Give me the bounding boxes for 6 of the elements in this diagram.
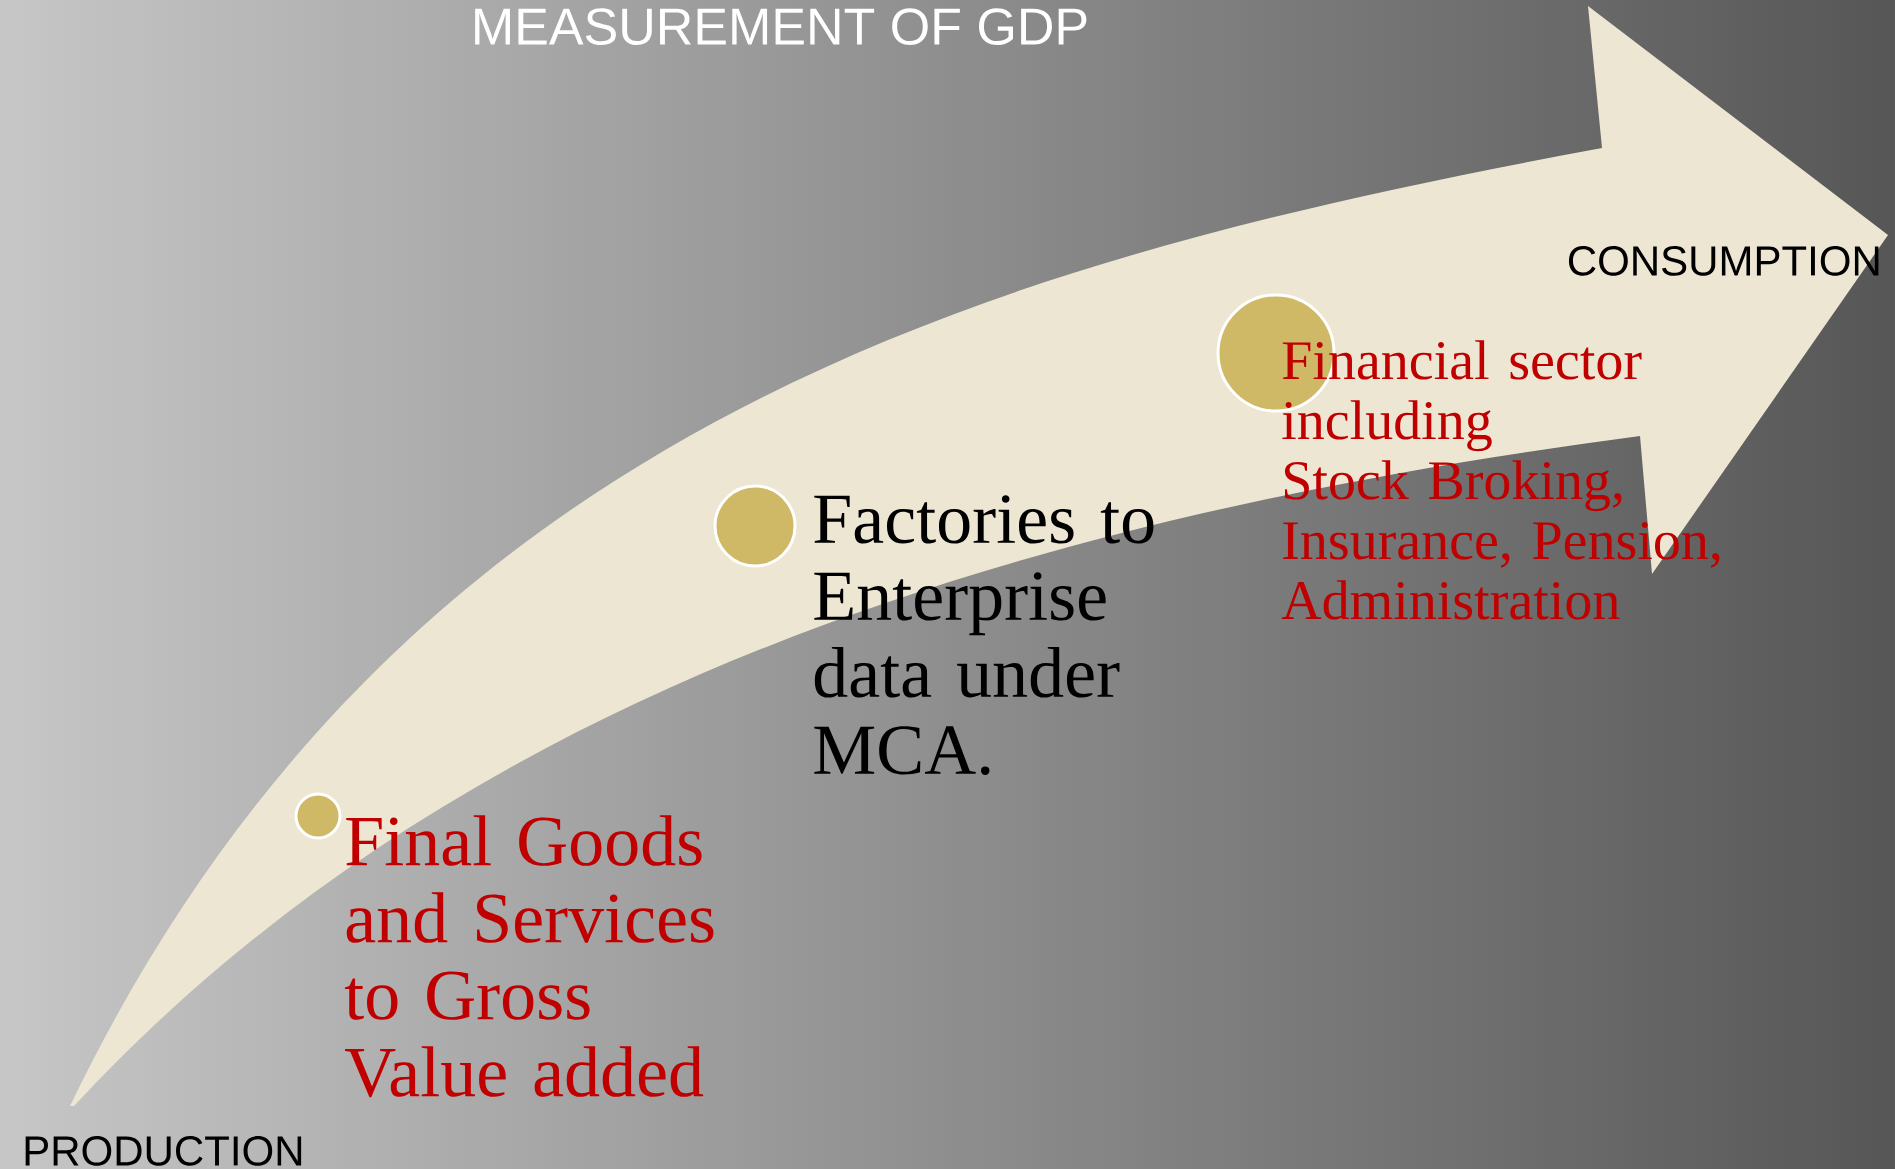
title: MEASUREMENT OF GDP [475,8,1087,45]
curved-arrow [70,6,1888,1106]
marker-caption: Final Goods and Services to Gross Value added [344,815,714,1098]
end-label: PRODUCTION [25,1136,302,1166]
circle-marker [713,484,797,568]
circle-marker [294,792,342,840]
